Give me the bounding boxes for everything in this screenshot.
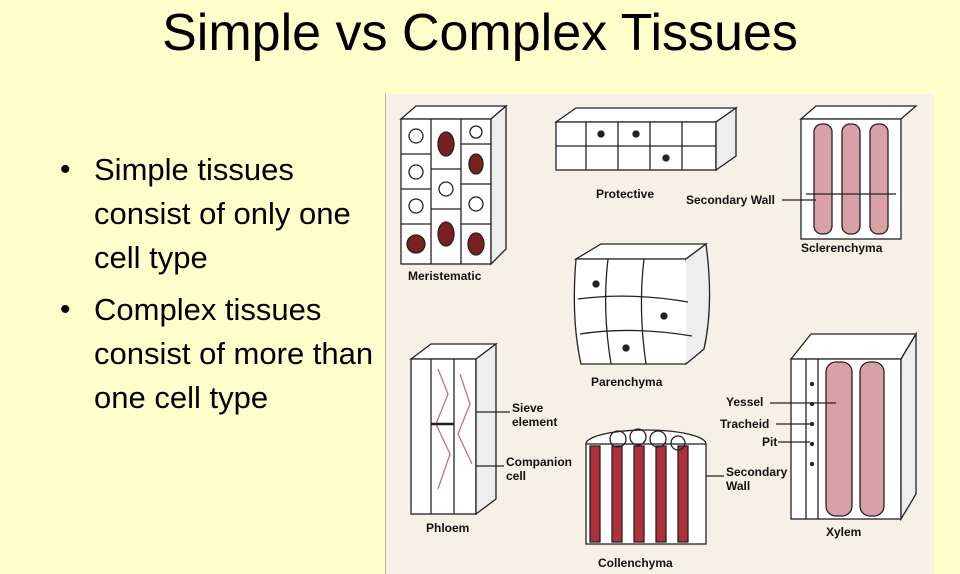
label-vessel: Yessel <box>726 395 763 409</box>
label-secondary-wall: Secondary Wall <box>686 193 775 207</box>
tissue-diagram: Meristematic Protective Secondary Wall S… <box>385 94 934 574</box>
label-xylem: Xylem <box>826 525 861 539</box>
bullet-text: Simple tissues consist of only one cell … <box>94 152 351 275</box>
tissue-diagram-svg: Meristematic Protective Secondary Wall S… <box>399 104 918 570</box>
label-pit: Pit <box>762 435 777 449</box>
collenchyma-illustration <box>585 428 707 545</box>
label-secondary-wall-2-line2: Wall <box>726 479 750 493</box>
bullet-icon: • <box>60 153 71 186</box>
label-protective: Protective <box>596 187 654 201</box>
bullet-complex-tissues: • Complex tissues consist of more than on… <box>60 288 380 420</box>
label-companion-line2: cell <box>506 469 526 483</box>
bullet-list: • Simple tissues consist of only one cell… <box>60 148 380 428</box>
label-tracheid: Tracheid <box>720 417 769 431</box>
label-collenchyma: Collenchyma <box>598 556 673 570</box>
label-sclerenchyma: Sclerenchyma <box>801 241 883 255</box>
sclerenchyma-illustration <box>799 105 918 240</box>
label-sieve-line2: element <box>512 415 557 429</box>
label-companion-line1: Companion <box>506 455 572 469</box>
parenchyma-illustration <box>573 242 711 365</box>
label-parenchyma: Parenchyma <box>591 375 663 389</box>
meristematic-illustration <box>399 104 508 266</box>
label-sieve-line1: Sieve <box>512 401 544 415</box>
bullet-simple-tissues: • Simple tissues consist of only one cell… <box>60 148 380 280</box>
xylem-illustration <box>789 331 918 522</box>
phloem-illustration <box>409 342 498 516</box>
slide-title: Simple vs Complex Tissues <box>162 4 798 62</box>
protective-illustration <box>553 106 739 172</box>
bullet-icon: • <box>60 293 71 326</box>
bullet-text: Complex tissues consist of more than one… <box>94 292 374 415</box>
label-secondary-wall-2-line1: Secondary <box>726 465 788 479</box>
label-meristematic: Meristematic <box>408 269 482 283</box>
label-phloem: Phloem <box>426 521 469 535</box>
